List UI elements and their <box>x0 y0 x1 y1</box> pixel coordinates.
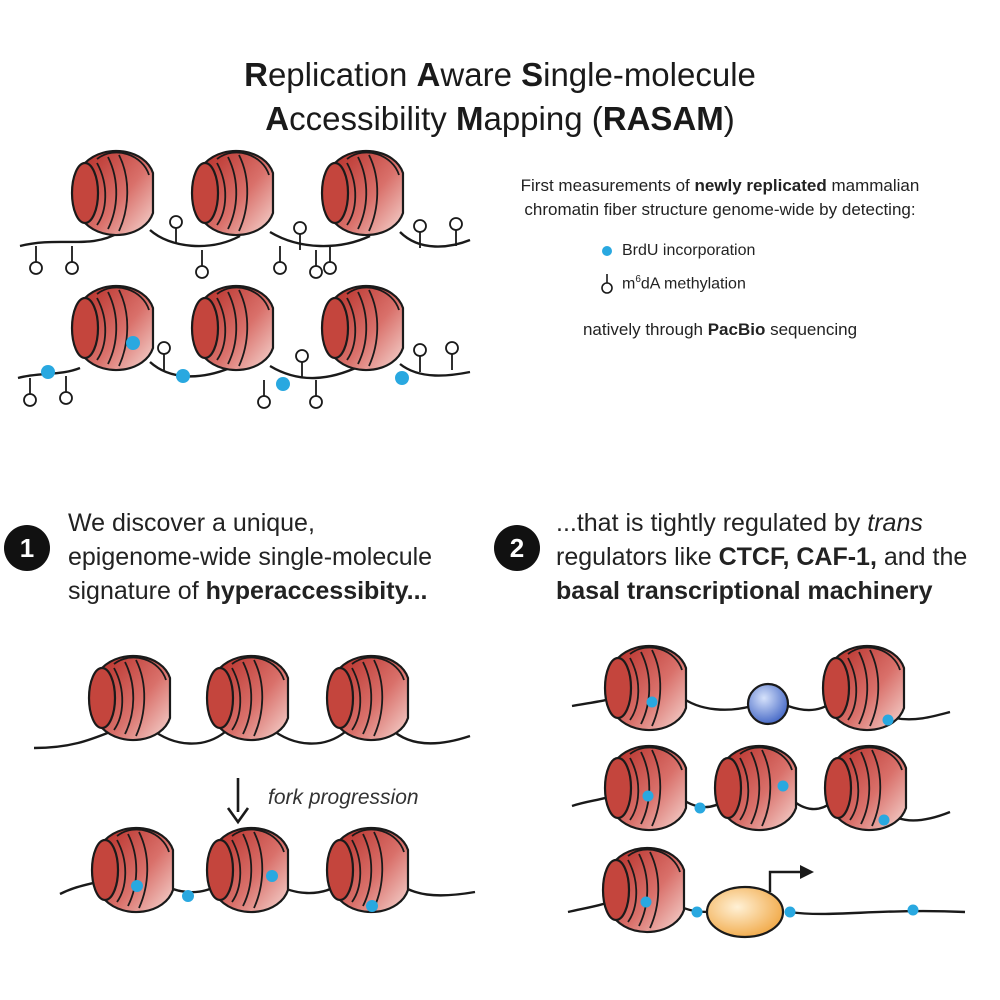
nucleosome-icon <box>90 826 175 914</box>
tss-arrow-icon <box>768 870 808 892</box>
brdu-dot <box>395 371 409 385</box>
title-line-2: Accessibility Mapping (RASAM) <box>265 100 735 137</box>
nucleosome-icon <box>70 149 155 237</box>
brdu-dot <box>882 714 894 726</box>
fiber-caf1 <box>571 744 951 832</box>
finding-1-text: We discover a unique, epigenome-wide sin… <box>68 509 433 605</box>
fiber-after-fork <box>59 826 476 914</box>
finding-2-text: ...that is tightly regulated by trans re… <box>556 509 968 605</box>
brdu-dot <box>126 336 140 350</box>
brdu-dot-icon <box>602 246 612 256</box>
polymerase-icon <box>705 885 785 939</box>
brdu-dot <box>266 870 278 882</box>
brdu-dot <box>907 904 919 916</box>
nucleosome-icon <box>325 826 410 914</box>
fiber-top-replicated <box>17 284 471 409</box>
nucleosome-icon <box>87 654 172 742</box>
finding-1-badge: 1 <box>4 525 50 571</box>
brdu-dot <box>366 900 378 912</box>
brdu-dot <box>694 802 706 814</box>
fiber-before-fork <box>33 654 471 750</box>
brdu-dot <box>691 906 703 918</box>
fiber-top-unreplicated <box>19 149 471 279</box>
fork-progression-label: fork progression <box>268 786 419 809</box>
brdu-dot <box>41 365 55 379</box>
arrow-down-icon <box>226 778 250 825</box>
brdu-dot <box>777 780 789 792</box>
nucleosome-icon <box>205 826 290 914</box>
brdu-dot <box>131 880 143 892</box>
nucleosome-icon <box>325 654 410 742</box>
description-line-1: First measurements of newly replicated m… <box>520 176 920 195</box>
nucleosome-icon <box>603 744 688 832</box>
brdu-dot <box>646 696 658 708</box>
legend-brdu: BrdU incorporation <box>600 242 755 260</box>
nucleosome-icon <box>823 744 908 832</box>
brdu-dot <box>182 890 194 902</box>
brdu-dot <box>276 377 290 391</box>
nucleosome-icon <box>603 644 688 732</box>
finding-2-badge: 2 <box>494 525 540 571</box>
nucleosome-icon <box>320 284 405 372</box>
brdu-dot <box>784 906 796 918</box>
nucleosome-icon <box>70 284 155 372</box>
fiber-transcription <box>567 846 966 939</box>
nucleosome-icon <box>190 149 275 237</box>
nucleosome-icon <box>190 284 275 372</box>
brdu-dot <box>640 896 652 908</box>
description-line-2: chromatin fiber structure genome-wide by… <box>524 200 916 219</box>
description-native: natively through PacBio sequencing <box>582 320 858 339</box>
title-line-1: Replication Aware Single-molecule <box>244 56 756 93</box>
nucleosome-icon <box>205 654 290 742</box>
nucleosome-icon <box>601 846 686 934</box>
ctcf-icon <box>746 682 790 726</box>
brdu-dot <box>176 369 190 383</box>
nucleosome-icon <box>320 149 405 237</box>
brdu-dot <box>642 790 654 802</box>
brdu-dot <box>878 814 890 826</box>
methylation-lollipop-icon <box>601 274 613 294</box>
legend-m6da: m6dA methylation <box>600 274 746 294</box>
fiber-ctcf <box>571 644 951 732</box>
